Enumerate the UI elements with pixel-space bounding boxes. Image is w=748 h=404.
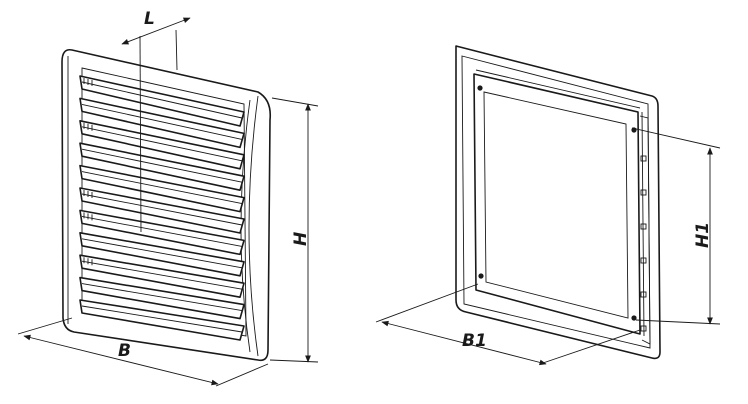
front-grille (61, 48, 272, 362)
dimension-width: B (17, 317, 269, 387)
louvers (79, 75, 245, 341)
label-height: H (291, 232, 311, 246)
louver-slat (79, 97, 245, 149)
label-length: L (144, 9, 155, 29)
rear-spigot-inner (483, 91, 629, 319)
screw-hole (477, 85, 483, 91)
screw-hole (631, 315, 637, 321)
dimension-height: H (269, 97, 319, 363)
dimension-inner-height: H1 (631, 127, 721, 325)
front-frame-inner (81, 67, 247, 337)
louver-slat (79, 299, 245, 341)
louver-slat (79, 75, 245, 127)
louver-slat (79, 276, 245, 320)
side-clip (640, 223, 647, 230)
label-inner-height: H1 (693, 222, 713, 248)
screw-hole (478, 273, 484, 279)
louver-slat (79, 209, 245, 256)
rear-side-band (639, 115, 651, 345)
louver-slat (79, 120, 245, 170)
side-clip (640, 325, 647, 332)
louver-slat (79, 164, 245, 213)
dimension-inner-width: B1 (375, 283, 641, 366)
rear-grille (455, 45, 661, 360)
label-width: B (118, 341, 131, 361)
side-clip (640, 189, 647, 196)
rear-frame-outer (455, 45, 661, 360)
rear-spigot-outer (473, 73, 641, 335)
side-clip (640, 291, 647, 298)
front-frame-bulge (248, 95, 259, 357)
side-clip (640, 257, 647, 264)
label-inner-width: B1 (462, 331, 487, 351)
louver-slat (79, 187, 245, 234)
louver-slat (79, 232, 245, 277)
louver-slat (79, 142, 245, 191)
side-clips (640, 155, 647, 332)
louver-slat (79, 254, 245, 298)
side-clip (640, 155, 647, 162)
rear-frame-rim (461, 55, 651, 349)
dimension-length: L (121, 9, 191, 233)
